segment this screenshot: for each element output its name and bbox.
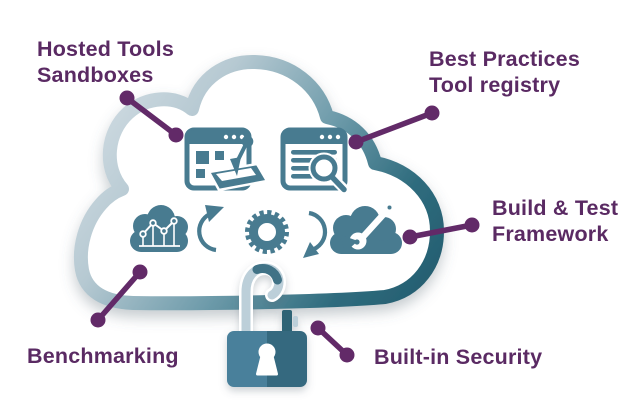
arrow-right-head	[303, 242, 319, 258]
refresh-arrows-icon	[197, 205, 328, 258]
gear-body	[249, 214, 285, 250]
connector-hosted-tools	[119, 90, 184, 143]
shovel-grip	[241, 135, 254, 148]
arrow-left	[197, 212, 217, 253]
gear-teeth	[245, 210, 289, 254]
label-best-practices-tool-registry: Best Practices Tool registry	[429, 47, 581, 97]
shackle-dark-top	[252, 264, 282, 285]
text-line	[291, 174, 314, 179]
lock-right-post	[282, 310, 292, 334]
shovel-handle	[235, 143, 248, 163]
label-hosted-tools-sandboxes: Hosted Tools Sandboxes	[37, 37, 174, 87]
registry-icon	[280, 127, 351, 196]
connector-benchmarking	[90, 264, 148, 328]
lock-right-tab	[293, 316, 298, 327]
keyhole-flare	[256, 354, 278, 376]
connector-build-test	[402, 217, 480, 245]
benchmark-cloud-icon	[130, 205, 188, 252]
sandbox-opening	[216, 168, 256, 181]
padlock-icon	[227, 260, 307, 387]
wrench-handle	[358, 202, 395, 242]
arrow-left-head	[205, 205, 224, 222]
label-built-in-security: Built-in Security	[374, 345, 543, 369]
label-build-test-framework: Build & Test Framework	[492, 196, 619, 246]
magnifier-glass	[310, 154, 338, 182]
tile	[215, 151, 224, 160]
wrench-tip-hole	[387, 205, 392, 210]
sandbox-icon	[184, 127, 269, 192]
connector-best-practices	[348, 105, 440, 150]
tile	[196, 169, 205, 178]
wrench-jaw-opening	[341, 235, 358, 253]
window-header-bar	[187, 130, 249, 144]
wrench-cloud-icon	[330, 202, 402, 254]
connector-security	[310, 320, 355, 363]
gear-icon	[245, 210, 289, 254]
label-benchmarking: Benchmarking	[27, 344, 179, 368]
window-header-bar	[283, 130, 345, 144]
arrow-right	[308, 210, 328, 251]
tile	[196, 151, 209, 164]
magnifier-handle	[330, 175, 347, 193]
chart-line	[142, 220, 175, 235]
